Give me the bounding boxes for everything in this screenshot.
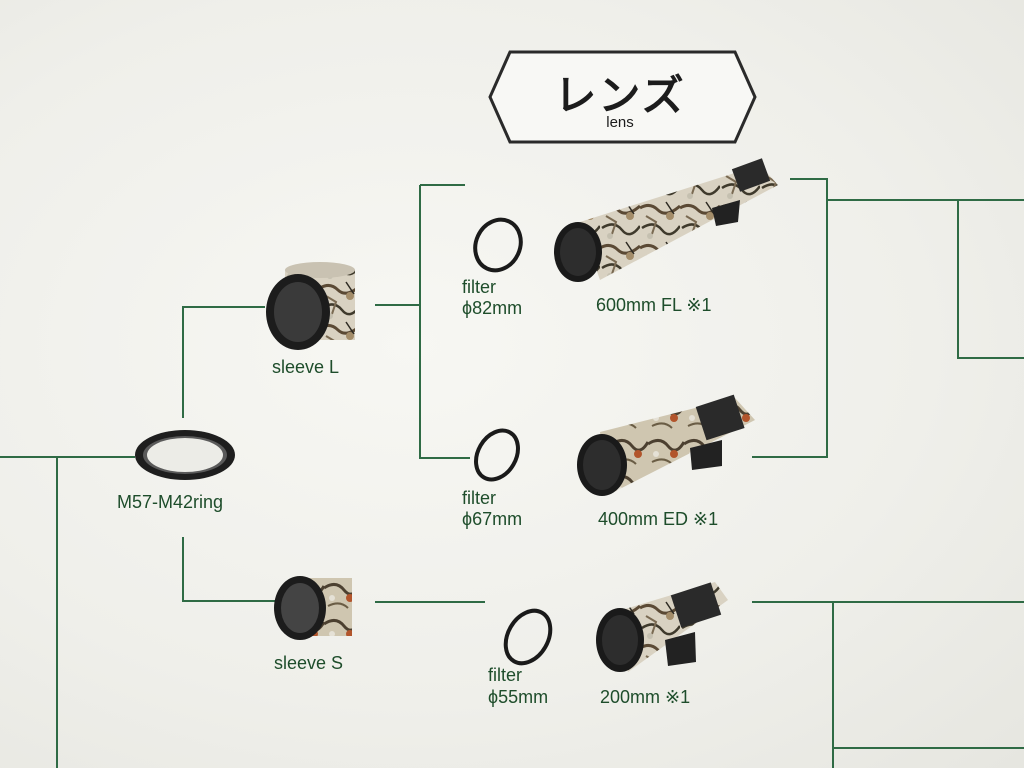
- line-ring-to-sleeve-l: [182, 306, 265, 418]
- filter-55-label: filter: [488, 665, 523, 685]
- lens-400mm-image: [577, 394, 755, 496]
- title-japanese: レンズ: [554, 71, 686, 120]
- line-sleeve-l-branch: [419, 185, 470, 459]
- lens-200mm-image: [596, 582, 728, 672]
- connector-lines: [0, 178, 1024, 768]
- filter-ring-55-image: [503, 608, 553, 666]
- sleeve-l-label: sleeve L: [272, 357, 340, 377]
- filter-55-size: ϕ55mm: [488, 687, 549, 707]
- line-ring-to-sleeve-s: [182, 537, 278, 602]
- filter-67-size: ϕ67mm: [462, 509, 523, 529]
- lens-600mm-label: 600mm FL ※1: [596, 295, 712, 315]
- adapter-ring-image: [135, 430, 235, 480]
- sleeve-l-image: [266, 262, 355, 350]
- filter-ring-82-image: [473, 217, 523, 273]
- title-frame: [488, 50, 757, 144]
- lens-400mm-label: 400mm ED ※1: [598, 509, 719, 529]
- filter-82-size: ϕ82mm: [462, 298, 523, 318]
- title-english: lens: [606, 114, 634, 131]
- line-right-bracket: [752, 178, 828, 458]
- line-right-box: [957, 200, 1024, 359]
- ring-label: M57-M42ring: [117, 492, 224, 512]
- filter-82-label: filter: [462, 277, 497, 297]
- filter-67-label: filter: [462, 488, 497, 508]
- sleeve-s-image: [274, 576, 352, 640]
- lens-200mm-label: 200mm ※1: [600, 687, 691, 707]
- sleeve-s-label: sleeve S: [274, 653, 344, 673]
- lens-600mm-image: [554, 158, 778, 282]
- filter-ring-67-image: [474, 428, 520, 482]
